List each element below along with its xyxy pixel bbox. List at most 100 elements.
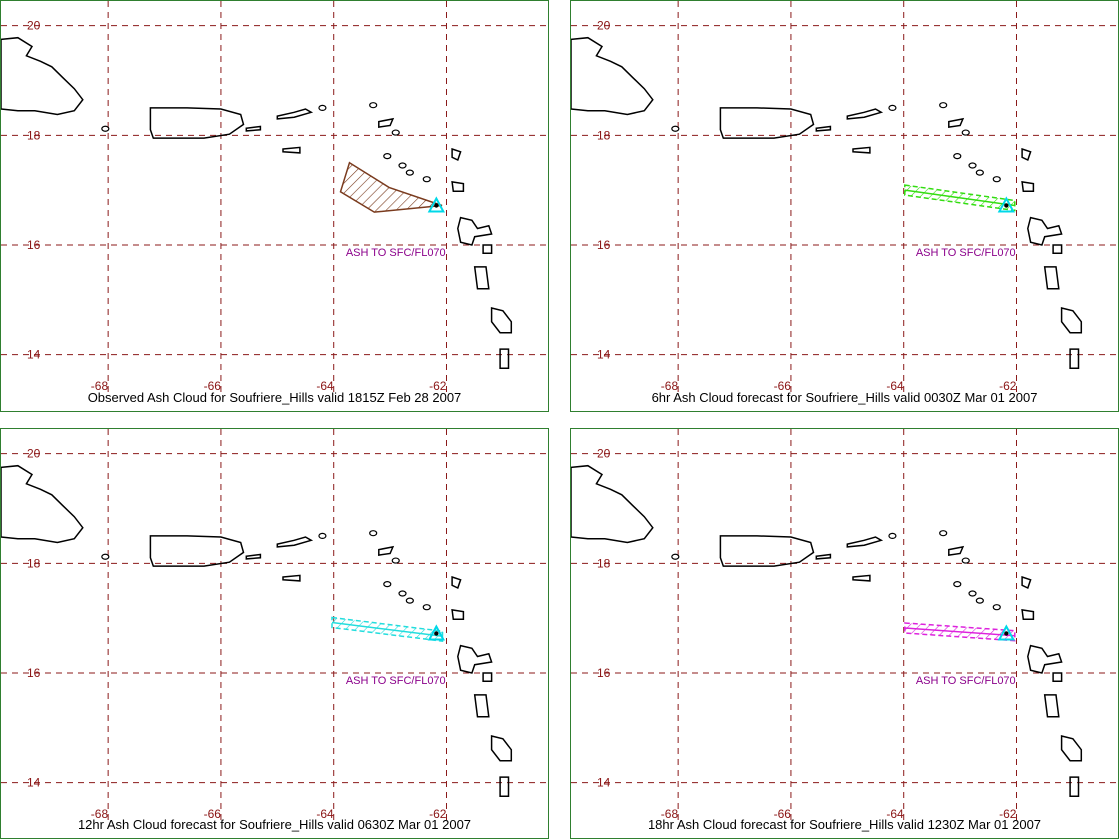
guadeloupe-coastline (457, 216, 493, 246)
volcano-dot (1004, 631, 1009, 636)
ash-cloud-axis (904, 627, 1015, 637)
latitude-tick-label: 16 (27, 238, 41, 252)
vieques-coastline (815, 553, 832, 560)
longitude-tick-label: -62 (429, 807, 447, 821)
ash-cloud-axis (331, 621, 443, 637)
islet-coastline (975, 597, 984, 604)
martinique-coastline (490, 735, 513, 762)
hispaniola-coastline (571, 464, 654, 544)
islet-coastline (405, 169, 414, 176)
vieques-coastline (245, 553, 262, 560)
latitude-tick-label: 18 (597, 128, 611, 142)
longitude-tick-label: -68 (661, 379, 679, 393)
islet-coastline (405, 597, 414, 604)
hispaniola-coastline (1, 36, 84, 116)
puerto-rico-coastline (719, 535, 815, 567)
islet-coastline (968, 590, 977, 597)
antigua-coastline (451, 609, 465, 620)
latitude-tick-label: 14 (597, 348, 611, 362)
virgin-islands-coastline (846, 536, 884, 548)
longitude-tick-label: -64 (886, 807, 904, 821)
islet-coastline (939, 530, 948, 537)
longitude-tick-label: -62 (999, 379, 1017, 393)
longitude-tick-label: -62 (999, 807, 1017, 821)
islet-coastline (671, 553, 680, 560)
islet-coastline (101, 553, 110, 560)
latitude-tick-label: 20 (27, 19, 41, 33)
barbuda-coastline (1021, 575, 1032, 590)
caption-18hr: 18hr Ash Cloud forecast for Soufriere_Hi… (647, 817, 1042, 832)
caption-12hr: 12hr Ash Cloud forecast for Soufriere_Hi… (77, 817, 472, 832)
st-lucia-coastline (499, 348, 510, 370)
dominica-coastline (1043, 694, 1060, 718)
islet-coastline (318, 532, 327, 540)
islet-coastline (968, 162, 977, 169)
hispaniola-coastline (571, 36, 654, 116)
volcano-dot (434, 203, 439, 208)
latitude-tick-label: 16 (597, 238, 611, 252)
marie-galante-coastline (482, 244, 493, 254)
islet-coastline (398, 590, 407, 597)
latitude-tick-label: 16 (597, 666, 611, 680)
virgin-islands-coastline (276, 536, 314, 548)
longitude-tick-label: -66 (204, 807, 222, 821)
islet-coastline (953, 581, 962, 588)
islet-coastline (961, 129, 970, 136)
volcano-dot (1004, 203, 1009, 208)
dominica-coastline (1043, 266, 1060, 290)
longitude-tick-label: -66 (774, 379, 792, 393)
caption-6hr: 6hr Ash Cloud forecast for Soufriere_Hil… (651, 390, 1038, 405)
longitude-tick-label: -68 (91, 807, 109, 821)
latitude-tick-label: 14 (27, 776, 41, 790)
longitude-tick-label: -66 (774, 807, 792, 821)
islet-coastline (671, 125, 680, 132)
ash-label: ASH TO SFC/FL070 (346, 675, 446, 687)
islet-coastline (961, 557, 970, 564)
marie-galante-coastline (482, 672, 493, 682)
anguilla-coastline (378, 117, 395, 128)
latitude-tick-label: 20 (597, 19, 611, 33)
ash-cloud-polygon (339, 161, 443, 213)
longitude-tick-label: -68 (661, 807, 679, 821)
longitude-tick-label: -64 (316, 807, 334, 821)
vieques-coastline (245, 125, 262, 132)
latitude-tick-label: 18 (27, 556, 41, 570)
guadeloupe-coastline (457, 644, 493, 674)
volcano-icon (427, 196, 446, 213)
vieques-coastline (815, 125, 832, 132)
antigua-coastline (1021, 181, 1035, 192)
st-croix-coastline (852, 146, 871, 154)
anguilla-coastline (948, 117, 965, 128)
latitude-tick-label: 16 (27, 666, 41, 680)
islet-coastline (398, 162, 407, 169)
dominica-coastline (473, 266, 490, 290)
barbuda-coastline (451, 147, 462, 162)
islet-coastline (992, 176, 1001, 183)
st-lucia-coastline (1069, 776, 1080, 798)
st-croix-coastline (852, 574, 871, 582)
caption-observed: Observed Ash Cloud for Soufriere_Hills v… (87, 390, 462, 405)
islet-coastline (369, 530, 378, 537)
puerto-rico-coastline (149, 107, 245, 139)
latitude-tick-label: 18 (597, 556, 611, 570)
islet-coastline (975, 169, 984, 176)
st-lucia-coastline (499, 776, 510, 798)
volcano-icon (997, 196, 1016, 213)
islet-coastline (953, 153, 962, 160)
islet-coastline (101, 125, 110, 132)
islet-coastline (888, 532, 897, 540)
hispaniola-coastline (1, 464, 84, 544)
latitude-tick-label: 18 (27, 128, 41, 142)
guadeloupe-coastline (1027, 216, 1063, 246)
islet-coastline (391, 129, 400, 136)
islet-coastline (383, 581, 392, 588)
dominica-coastline (473, 694, 490, 718)
ash-label: ASH TO SFC/FL070 (346, 247, 446, 259)
islet-coastline (383, 153, 392, 160)
longitude-tick-label: -68 (91, 379, 109, 393)
volcano-dot (434, 631, 439, 636)
martinique-coastline (490, 307, 513, 334)
longitude-tick-label: -64 (316, 379, 334, 393)
puerto-rico-coastline (719, 107, 815, 139)
